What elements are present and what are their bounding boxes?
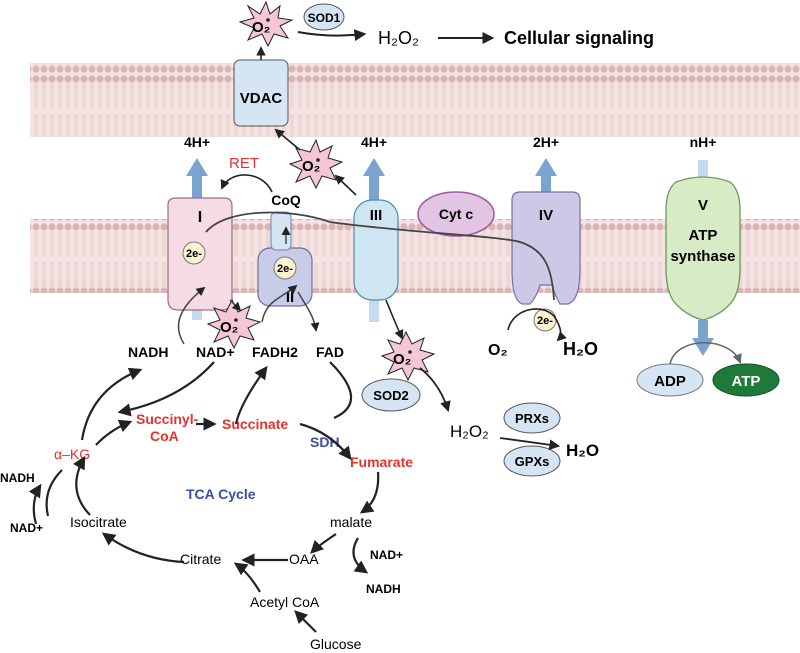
tca-nadh-mal: NADH	[366, 582, 401, 596]
tca-succinyl-2: CoA	[150, 428, 179, 444]
h2o2-top: H₂O₂	[378, 28, 419, 48]
svg-text:O₂: O₂	[252, 19, 270, 36]
ret-arrow	[220, 174, 273, 193]
complex-v-name-2: synthase	[670, 248, 735, 265]
complex-iv	[511, 191, 581, 305]
outer-membrane	[30, 63, 800, 137]
tca-nadh: NADH	[128, 344, 168, 360]
coq-label: CoQ	[271, 192, 301, 208]
tca-nadh-iso: NADH	[0, 471, 35, 485]
two-e-badge-c1	[182, 241, 206, 265]
two-e-label-c2: 2e-	[277, 263, 293, 275]
matrix-to-complex-arrows	[177, 226, 320, 345]
tca-nad: NAD+	[196, 344, 235, 360]
two-e-label-c4: 2e-	[537, 315, 553, 327]
arrow-o2-to-h2o	[507, 308, 567, 342]
protons-c4: 2H+	[533, 134, 559, 150]
complex-v-name-1: ATP	[689, 227, 718, 244]
superoxide-star-matrix-1: O₂	[206, 298, 262, 350]
protons-c1: 4H+	[184, 134, 210, 150]
arrow-star-to-h2o2	[419, 367, 451, 413]
o2-c4: O₂	[488, 342, 508, 359]
tca-glucose: Glucose	[310, 636, 362, 652]
complex-iii-label: III	[370, 207, 383, 224]
arrow-h2o2-to-h2o	[499, 437, 561, 451]
prxs-enzyme	[503, 402, 561, 434]
sod1-label: SOD1	[308, 11, 341, 25]
protons-c5: nH+	[690, 134, 717, 150]
tca-fadh2: FADH2	[252, 344, 298, 360]
arrow-o2-to-h2o2-top	[297, 29, 367, 42]
complex-iv-label: IV	[539, 207, 553, 224]
protons-c3: 4H+	[361, 134, 387, 150]
complex-ii-label: II	[286, 289, 294, 306]
svg-text:O₂: O₂	[302, 158, 320, 175]
cyt-c	[417, 191, 495, 237]
tca-nad-iso: NAD+	[10, 521, 43, 535]
arrow-adp-to-atp	[669, 342, 742, 365]
two-e-badge-c2	[273, 256, 297, 280]
tca-citrate: Citrate	[180, 551, 221, 567]
sod2-label: SOD2	[373, 388, 408, 403]
h2o2-matrix: H₂O₂	[450, 422, 489, 441]
complex-v	[665, 176, 741, 321]
tca-akg: α–KG	[54, 446, 90, 462]
tca-succinate: Succinate	[222, 416, 288, 432]
gpxs-enzyme	[503, 445, 561, 477]
ret-label: RET	[229, 155, 259, 172]
tca-nad-mal: NAD+	[370, 548, 403, 562]
svg-text:O₂: O₂	[220, 319, 238, 336]
tca-cycle-title: TCA Cycle	[186, 486, 256, 502]
tca-fad: FAD	[316, 344, 344, 360]
svg-text:O₂: O₂	[393, 351, 411, 368]
complex-iii	[353, 199, 399, 301]
cyt-c-label: Cyt c	[439, 206, 473, 222]
vdac-label: VDAC	[240, 90, 283, 107]
sod2-enzyme	[361, 378, 421, 412]
two-e-label-c1: 2e-	[186, 248, 202, 260]
complex-i-label: I	[198, 209, 202, 226]
sod1-enzyme	[303, 3, 345, 31]
superoxide-star-c3: O₂	[288, 138, 344, 190]
superoxide-star-top: O₂	[238, 0, 294, 48]
h2o-c4: H₂O	[563, 339, 598, 359]
tca-acetyl: Acetyl CoA	[250, 594, 320, 610]
arrow-star-to-vdac	[274, 128, 301, 151]
tca-fumarate: Fumarate	[350, 454, 413, 470]
arrow-c3-to-star	[334, 174, 357, 196]
tca-isocitrate: Isocitrate	[70, 514, 127, 530]
adp-label: ADP	[654, 373, 686, 390]
tca-sdh: SDH	[310, 434, 340, 450]
tca-oaa: OAA	[289, 551, 319, 567]
arrow-c3-to-matrix	[385, 299, 404, 340]
tca-succinyl-1: Succinyl-	[136, 411, 199, 427]
tca-malate: malate	[330, 514, 372, 530]
tca-arrows	[28, 361, 380, 633]
h2o-out: H₂O	[566, 441, 599, 460]
gpxs-label: GPXs	[515, 454, 550, 469]
atp-badge	[712, 363, 780, 397]
cellular-signaling: Cellular signaling	[504, 28, 654, 48]
prxs-label: PRXs	[515, 411, 549, 426]
complex-ii-neck	[270, 211, 292, 251]
electron-path	[205, 211, 555, 301]
atp-label: ATP	[732, 373, 761, 390]
complex-v-numeral: V	[698, 197, 708, 214]
